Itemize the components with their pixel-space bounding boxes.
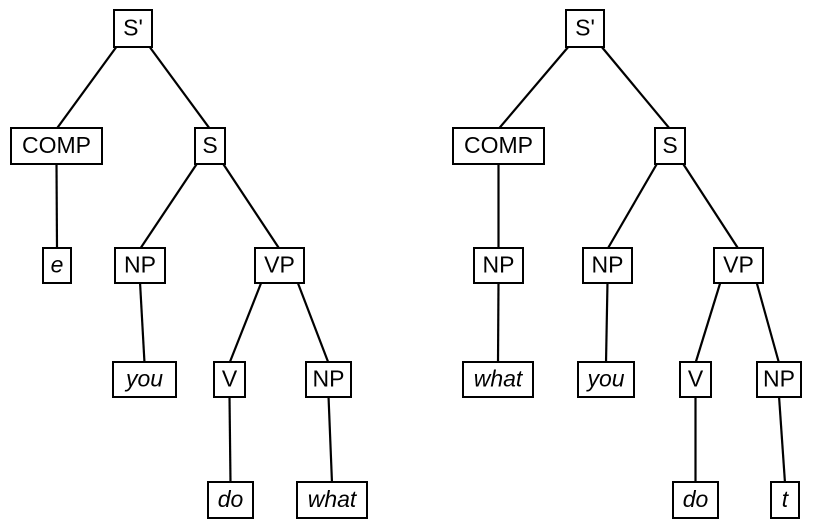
tree-edge — [600, 45, 671, 130]
node-label: NP — [592, 252, 624, 278]
tree-edge — [755, 281, 781, 364]
node-box — [755, 360, 803, 399]
node-box — [212, 360, 247, 399]
tree-edge — [228, 281, 263, 364]
node-label: COMP — [464, 132, 533, 158]
tree-node-l-s: S — [193, 126, 227, 166]
tree-node-l-comp: COMP — [9, 126, 104, 166]
tree-node-r-what: what — [461, 360, 535, 399]
node-label: NP — [313, 366, 345, 392]
tree-edge — [138, 281, 146, 364]
tree-edge — [604, 281, 609, 364]
tree-edge — [681, 162, 740, 250]
node-label: V — [688, 366, 704, 392]
tree-edge — [606, 162, 659, 250]
node-label: S' — [123, 15, 143, 41]
node-label: do — [683, 486, 709, 512]
node-label: what — [308, 486, 358, 512]
tree-node-r-sbar: S' — [564, 8, 606, 49]
tree-edge — [327, 395, 334, 484]
tree-node-l-np1: NP — [113, 246, 167, 285]
node-box — [193, 126, 227, 166]
node-box — [253, 246, 306, 285]
tree-edge — [777, 395, 787, 484]
right-tree-edges — [496, 45, 787, 484]
tree-node-l-e: e — [41, 246, 73, 285]
tree-node-l-sbar: S' — [112, 8, 154, 49]
tree-node-r-do: do — [671, 480, 720, 520]
node-box — [472, 246, 525, 285]
tree-node-r-s: S — [653, 126, 687, 166]
node-box — [41, 246, 73, 285]
node-box — [712, 246, 765, 285]
node-label: VP — [264, 252, 295, 278]
tree-edge — [296, 281, 330, 364]
tree-edge — [55, 45, 118, 130]
node-box — [304, 360, 353, 399]
node-label: NP — [763, 366, 795, 392]
node-label: COMP — [22, 132, 91, 158]
right-tree-nodes: S' COMP S NP NP VP what you V NP do t — [451, 8, 803, 520]
tree-node-r-np0: NP — [472, 246, 525, 285]
tree-node-r-t: t — [769, 480, 801, 520]
tree-edge — [221, 162, 281, 250]
tree-edge — [497, 45, 570, 130]
tree-node-l-what: what — [295, 480, 369, 520]
node-box — [564, 8, 606, 49]
node-box — [113, 246, 167, 285]
tree-node-r-you: you — [576, 360, 636, 399]
node-box — [112, 8, 154, 49]
node-label: do — [218, 486, 244, 512]
node-label: S' — [575, 15, 595, 41]
tree-node-r-v: V — [678, 360, 713, 399]
node-box — [581, 246, 634, 285]
node-box — [295, 480, 369, 520]
edges-layer — [55, 45, 787, 484]
tree-node-l-vp: VP — [253, 246, 306, 285]
node-box — [206, 480, 255, 520]
node-label: you — [124, 366, 163, 392]
node-box — [576, 360, 636, 399]
node-box — [671, 480, 720, 520]
tree-node-l-np2: NP — [304, 360, 353, 399]
tree-edge — [148, 45, 211, 130]
node-label: you — [585, 366, 624, 392]
node-box — [111, 360, 178, 399]
tree-node-r-comp: COMP — [451, 126, 546, 166]
node-label: t — [782, 486, 790, 512]
node-label: NP — [124, 252, 156, 278]
tree-edge — [228, 395, 232, 484]
node-box — [451, 126, 546, 166]
tree-node-l-v: V — [212, 360, 247, 399]
node-label: V — [222, 366, 238, 392]
node-label: e — [51, 252, 64, 278]
tree-edge — [496, 281, 500, 364]
left-tree-edges — [55, 45, 334, 484]
node-label: S — [662, 132, 677, 158]
node-box — [653, 126, 687, 166]
tree-node-r-vp: VP — [712, 246, 765, 285]
tree-node-l-you: you — [111, 360, 178, 399]
tree-node-l-do: do — [206, 480, 255, 520]
node-box — [9, 126, 104, 166]
node-label: VP — [723, 252, 754, 278]
tree-edge — [55, 162, 59, 250]
node-box — [678, 360, 713, 399]
tree-node-r-np2: NP — [755, 360, 803, 399]
node-label: S — [202, 132, 217, 158]
node-label: NP — [483, 252, 515, 278]
node-box — [769, 480, 801, 520]
tree-node-r-np1: NP — [581, 246, 634, 285]
node-box — [461, 360, 535, 399]
tree-edge — [139, 162, 199, 250]
node-label: what — [474, 366, 524, 392]
tree-edge — [694, 281, 722, 364]
